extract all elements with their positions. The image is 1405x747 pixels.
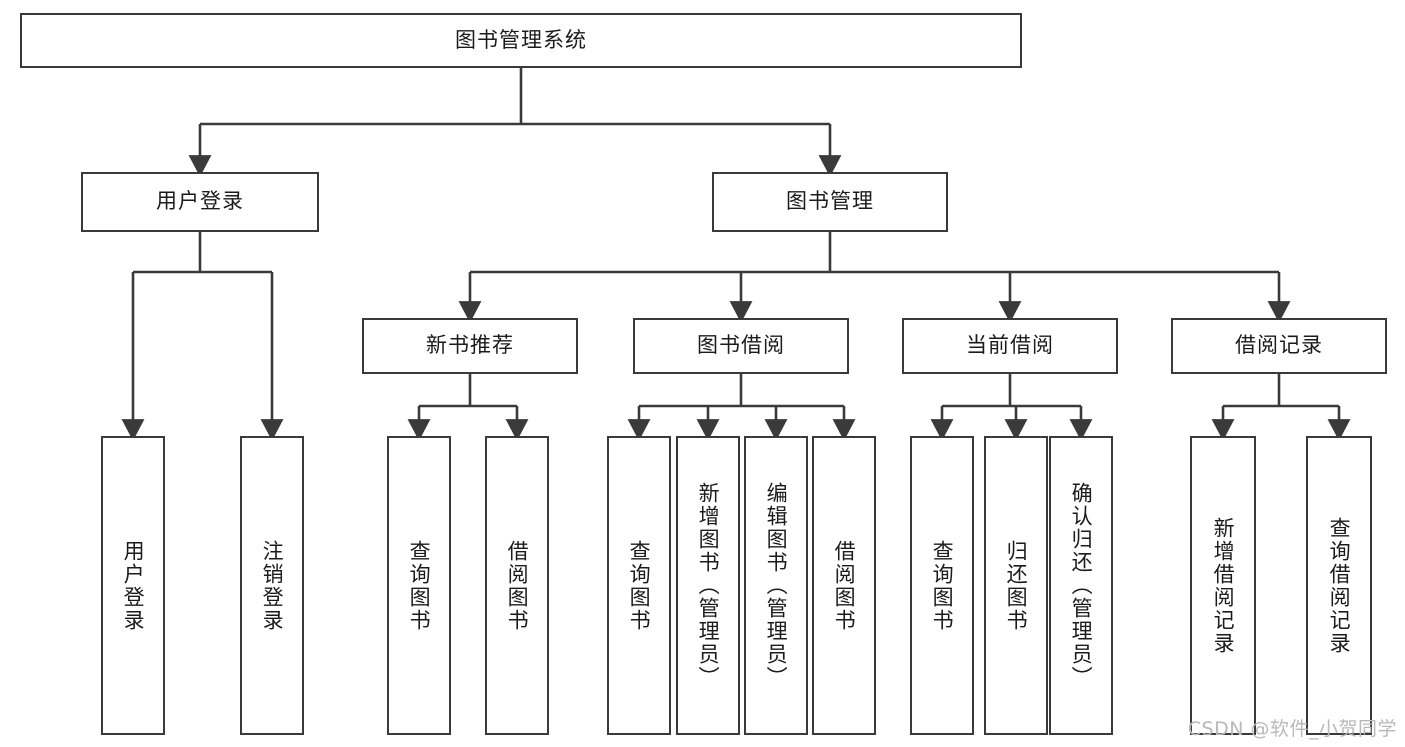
- node-leaf-query-book-current[interactable]: 查询图书: [910, 436, 974, 735]
- node-leaf-query-book-new-label: 查询图书: [407, 539, 432, 632]
- node-new-book-recommend-label: 新书推荐: [426, 333, 514, 358]
- node-leaf-confirm-return-admin-label: 确认归还（管理员）: [1069, 482, 1094, 689]
- node-leaf-user-login[interactable]: 用户登录: [101, 436, 165, 735]
- node-leaf-query-book-borrow[interactable]: 查询图书: [607, 436, 671, 735]
- node-leaf-lend-book-label: 借阅图书: [832, 539, 857, 632]
- node-leaf-logout-label: 注销登录: [260, 539, 285, 632]
- node-book-management-label: 图书管理: [786, 189, 874, 214]
- node-borrow-records[interactable]: 借阅记录: [1171, 318, 1387, 374]
- node-leaf-return-book-label: 归还图书: [1004, 539, 1029, 632]
- node-borrow-records-label: 借阅记录: [1235, 333, 1323, 358]
- node-leaf-add-borrow-record-label: 新增借阅记录: [1211, 516, 1236, 655]
- node-leaf-query-book-current-label: 查询图书: [930, 539, 955, 632]
- node-leaf-borrow-book-new[interactable]: 借阅图书: [485, 436, 549, 735]
- node-book-borrow-label: 图书借阅: [697, 333, 785, 358]
- node-leaf-confirm-return-admin[interactable]: 确认归还（管理员）: [1049, 436, 1113, 735]
- node-root[interactable]: 图书管理系统: [20, 13, 1022, 68]
- node-leaf-borrow-book-new-label: 借阅图书: [505, 539, 530, 632]
- node-book-borrow[interactable]: 图书借阅: [633, 318, 849, 374]
- node-new-book-recommend[interactable]: 新书推荐: [362, 318, 578, 374]
- node-user-login[interactable]: 用户登录: [81, 172, 319, 232]
- node-current-borrow-label: 当前借阅: [966, 333, 1054, 358]
- node-current-borrow[interactable]: 当前借阅: [902, 318, 1118, 374]
- node-leaf-query-borrow-record-label: 查询借阅记录: [1327, 516, 1352, 655]
- node-leaf-query-borrow-record[interactable]: 查询借阅记录: [1306, 436, 1372, 735]
- node-leaf-logout[interactable]: 注销登录: [240, 436, 304, 735]
- node-leaf-return-book[interactable]: 归还图书: [984, 436, 1048, 735]
- node-leaf-edit-book-admin[interactable]: 编辑图书（管理员）: [744, 436, 808, 735]
- node-leaf-add-book-admin-label: 新增图书（管理员）: [696, 482, 721, 689]
- node-leaf-edit-book-admin-label: 编辑图书（管理员）: [764, 482, 789, 689]
- node-leaf-user-login-label: 用户登录: [121, 539, 146, 632]
- node-leaf-add-book-admin[interactable]: 新增图书（管理员）: [676, 436, 740, 735]
- watermark-text: CSDN @软件_小贺同学: [1187, 718, 1397, 740]
- node-leaf-lend-book[interactable]: 借阅图书: [812, 436, 876, 735]
- node-book-management[interactable]: 图书管理: [712, 172, 948, 232]
- node-leaf-query-book-borrow-label: 查询图书: [627, 539, 652, 632]
- node-leaf-query-book-new[interactable]: 查询图书: [387, 436, 451, 735]
- node-root-label: 图书管理系统: [455, 27, 587, 52]
- node-leaf-add-borrow-record[interactable]: 新增借阅记录: [1190, 436, 1256, 735]
- node-user-login-label: 用户登录: [156, 189, 244, 214]
